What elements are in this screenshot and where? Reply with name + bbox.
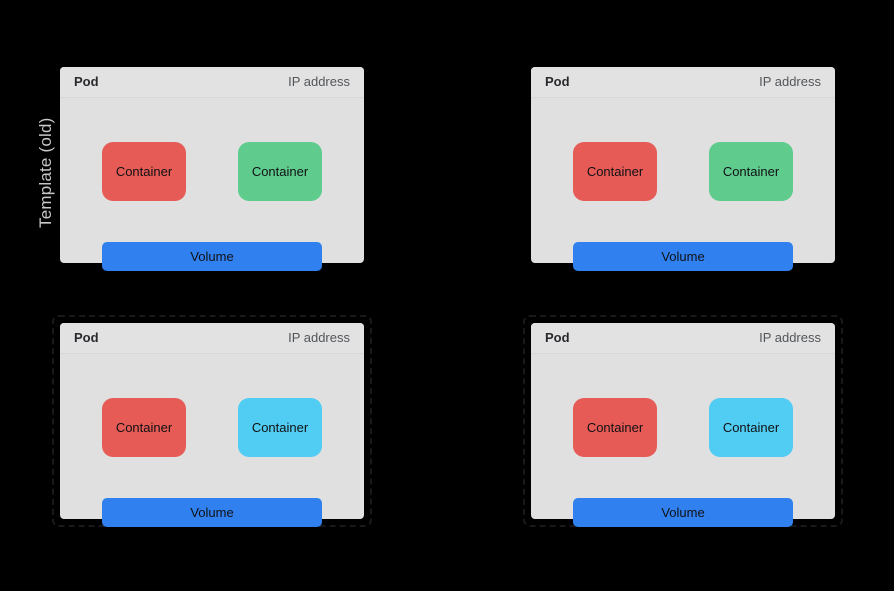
volume-bar[interactable]: Volume: [573, 498, 793, 527]
volume-bar[interactable]: Volume: [102, 498, 322, 527]
volume-bar[interactable]: Volume: [102, 242, 322, 271]
container-box[interactable]: Container: [238, 398, 322, 457]
pod-title: Pod: [74, 330, 99, 345]
pod-header: Pod IP address: [60, 323, 364, 354]
pod-ip-address-label: IP address: [288, 330, 350, 345]
container-box[interactable]: Container: [573, 142, 657, 201]
pod-body: Container Container Volume: [531, 98, 835, 271]
pod-header: Pod IP address: [531, 67, 835, 98]
pod-ip-address-label: IP address: [759, 74, 821, 89]
pod-body: Container Container Volume: [531, 354, 835, 527]
pod-body: Container Container Volume: [60, 354, 364, 527]
pod-ip-address-label: IP address: [288, 74, 350, 89]
pod-card-bottom-left[interactable]: Pod IP address Container Container Volum…: [52, 315, 372, 527]
pod-title: Pod: [545, 330, 570, 345]
pod-header: Pod IP address: [531, 323, 835, 354]
volume-bar[interactable]: Volume: [573, 242, 793, 271]
pod-title: Pod: [74, 74, 99, 89]
pod-card-top-left[interactable]: Pod IP address Container Container Volum…: [60, 67, 364, 271]
pod-card-bottom-right[interactable]: Pod IP address Container Container Volum…: [523, 315, 843, 527]
container-box[interactable]: Container: [709, 398, 793, 457]
row-label-template-old: Template (old): [36, 117, 55, 228]
container-box[interactable]: Container: [102, 398, 186, 457]
container-box[interactable]: Container: [709, 142, 793, 201]
container-box[interactable]: Container: [573, 398, 657, 457]
pod-body: Container Container Volume: [60, 98, 364, 271]
pod-title: Pod: [545, 74, 570, 89]
pod-header: Pod IP address: [60, 67, 364, 98]
pod-ip-address-label: IP address: [759, 330, 821, 345]
container-box[interactable]: Container: [238, 142, 322, 201]
pod-card-top-right[interactable]: Pod IP address Container Container Volum…: [531, 67, 835, 271]
container-box[interactable]: Container: [102, 142, 186, 201]
